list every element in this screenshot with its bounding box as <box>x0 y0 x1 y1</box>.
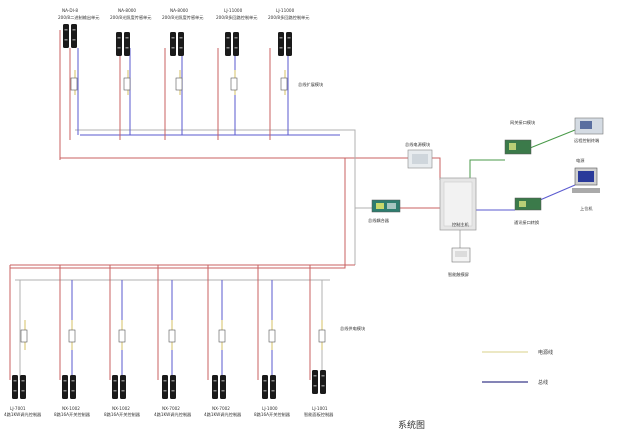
bottom-device-1-model: LJ-7001 <box>10 406 26 411</box>
bottom-device-7-model: LJ-1001 <box>312 406 328 411</box>
bottom-device-4: NX-7002 4路1KW调光控制器 <box>154 329 192 418</box>
bottom-device-6-desc: 8路16A开关控制器 <box>254 411 291 418</box>
bottom-device-2-desc: 8路16A开关控制器 <box>54 411 91 418</box>
power-module-label: 总线电源模块 <box>405 141 431 148</box>
bus-coupler-label: 总线耦合器 <box>368 217 390 224</box>
bottom-right-label: 总线供电模块 <box>340 325 366 332</box>
top-device-3-desc: 200/8光照度传感单元 <box>162 14 203 21</box>
bottom-device-2-model: NX-1002 <box>62 406 80 411</box>
top-device-3: NA-8000 200/8光照度传感单元 <box>162 8 203 91</box>
top-device-5: LJ-11000 200/8多回路控制单元 <box>268 8 309 91</box>
remote-terminal-label: 远程控制终端 <box>574 137 599 144</box>
legend-bus-line-label: 总线 <box>538 379 548 386</box>
bottom-device-5: NX-7002 4路1KW调光控制器 <box>204 329 242 418</box>
top-device-2-desc: 200/8光照度传感单元 <box>110 14 151 21</box>
legend: 电源线 总线 <box>482 349 553 386</box>
bottom-device-5-model: NX-7002 <box>212 406 230 411</box>
interface-module: 网关接口模块 <box>504 119 536 155</box>
top-device-5-desc: 200/8多回路控制单元 <box>268 14 309 21</box>
top-device-4: LJ-11000 200/8多回路控制单元 <box>216 8 257 91</box>
top-device-1-model: NA-DI-8 <box>62 8 78 13</box>
legend-power-line-label: 电源线 <box>538 349 553 356</box>
top-device-5-model: LJ-11000 <box>276 8 295 13</box>
top-right-label: 总线扩展模块 <box>298 81 324 88</box>
power-label: 电源 <box>576 157 585 164</box>
top-device-1: NA-DI-8 200/8二进制输出单元 <box>58 8 99 91</box>
bottom-device-1: LJ-7001 4路1KW调光控制器 <box>4 329 42 418</box>
bottom-device-7-desc: 智能面板控制器 <box>304 411 334 418</box>
bus-coupler: 总线耦合器 <box>368 199 401 224</box>
bottom-device-4-model: NX-7002 <box>162 406 180 411</box>
bottom-device-4-desc: 4路1KW调光控制器 <box>154 411 192 418</box>
center-wires <box>355 129 576 248</box>
bottom-device-6: LJ-1000 8路16A开关控制器 <box>254 329 291 418</box>
top-device-4-desc: 200/8多回路控制单元 <box>216 14 257 21</box>
bottom-device-3: NX-1002 8路16A开关控制器 <box>104 329 141 418</box>
main-cabinet-label: 控制主机 <box>452 221 470 228</box>
converter-module: 通讯接口转换 <box>514 197 542 226</box>
bottom-device-3-model: NX-1002 <box>112 406 130 411</box>
top-device-4-model: LJ-11000 <box>224 8 243 13</box>
diagram-caption: 系统图 <box>398 419 425 431</box>
touch-panel-label: 智能触摸屏 <box>448 271 469 278</box>
top-device-1-desc: 200/8二进制输出单元 <box>58 14 99 21</box>
bottom-device-2: NX-1002 8路16A开关控制器 <box>54 329 91 418</box>
touch-panel: 智能触摸屏 <box>448 247 471 278</box>
main-cabinet: 控制主机 <box>439 177 477 231</box>
computer-label: 上位机 <box>580 205 593 212</box>
bottom-device-3-desc: 8路16A开关控制器 <box>104 411 141 418</box>
bottom-bus-wires <box>9 264 355 380</box>
top-device-3-model: NA-8000 <box>170 8 188 13</box>
top-device-2-model: NA-8000 <box>118 8 136 13</box>
bottom-device-1-desc: 4路1KW调光控制器 <box>4 411 42 418</box>
top-device-2: NA-8000 200/8光照度传感单元 <box>110 8 151 91</box>
bottom-device-5-desc: 4路1KW调光控制器 <box>204 411 242 418</box>
bottom-device-6-model: LJ-1000 <box>262 406 278 411</box>
computer: 电源 上位机 <box>572 157 600 212</box>
power-module: 总线电源模块 <box>405 141 433 169</box>
converter-module-label: 通讯接口转换 <box>514 219 540 226</box>
interface-module-label: 网关接口模块 <box>510 119 536 126</box>
bottom-device-7: LJ-1001 智能面板控制器 <box>304 329 334 418</box>
remote-terminal: 远程控制终端 <box>574 117 604 144</box>
